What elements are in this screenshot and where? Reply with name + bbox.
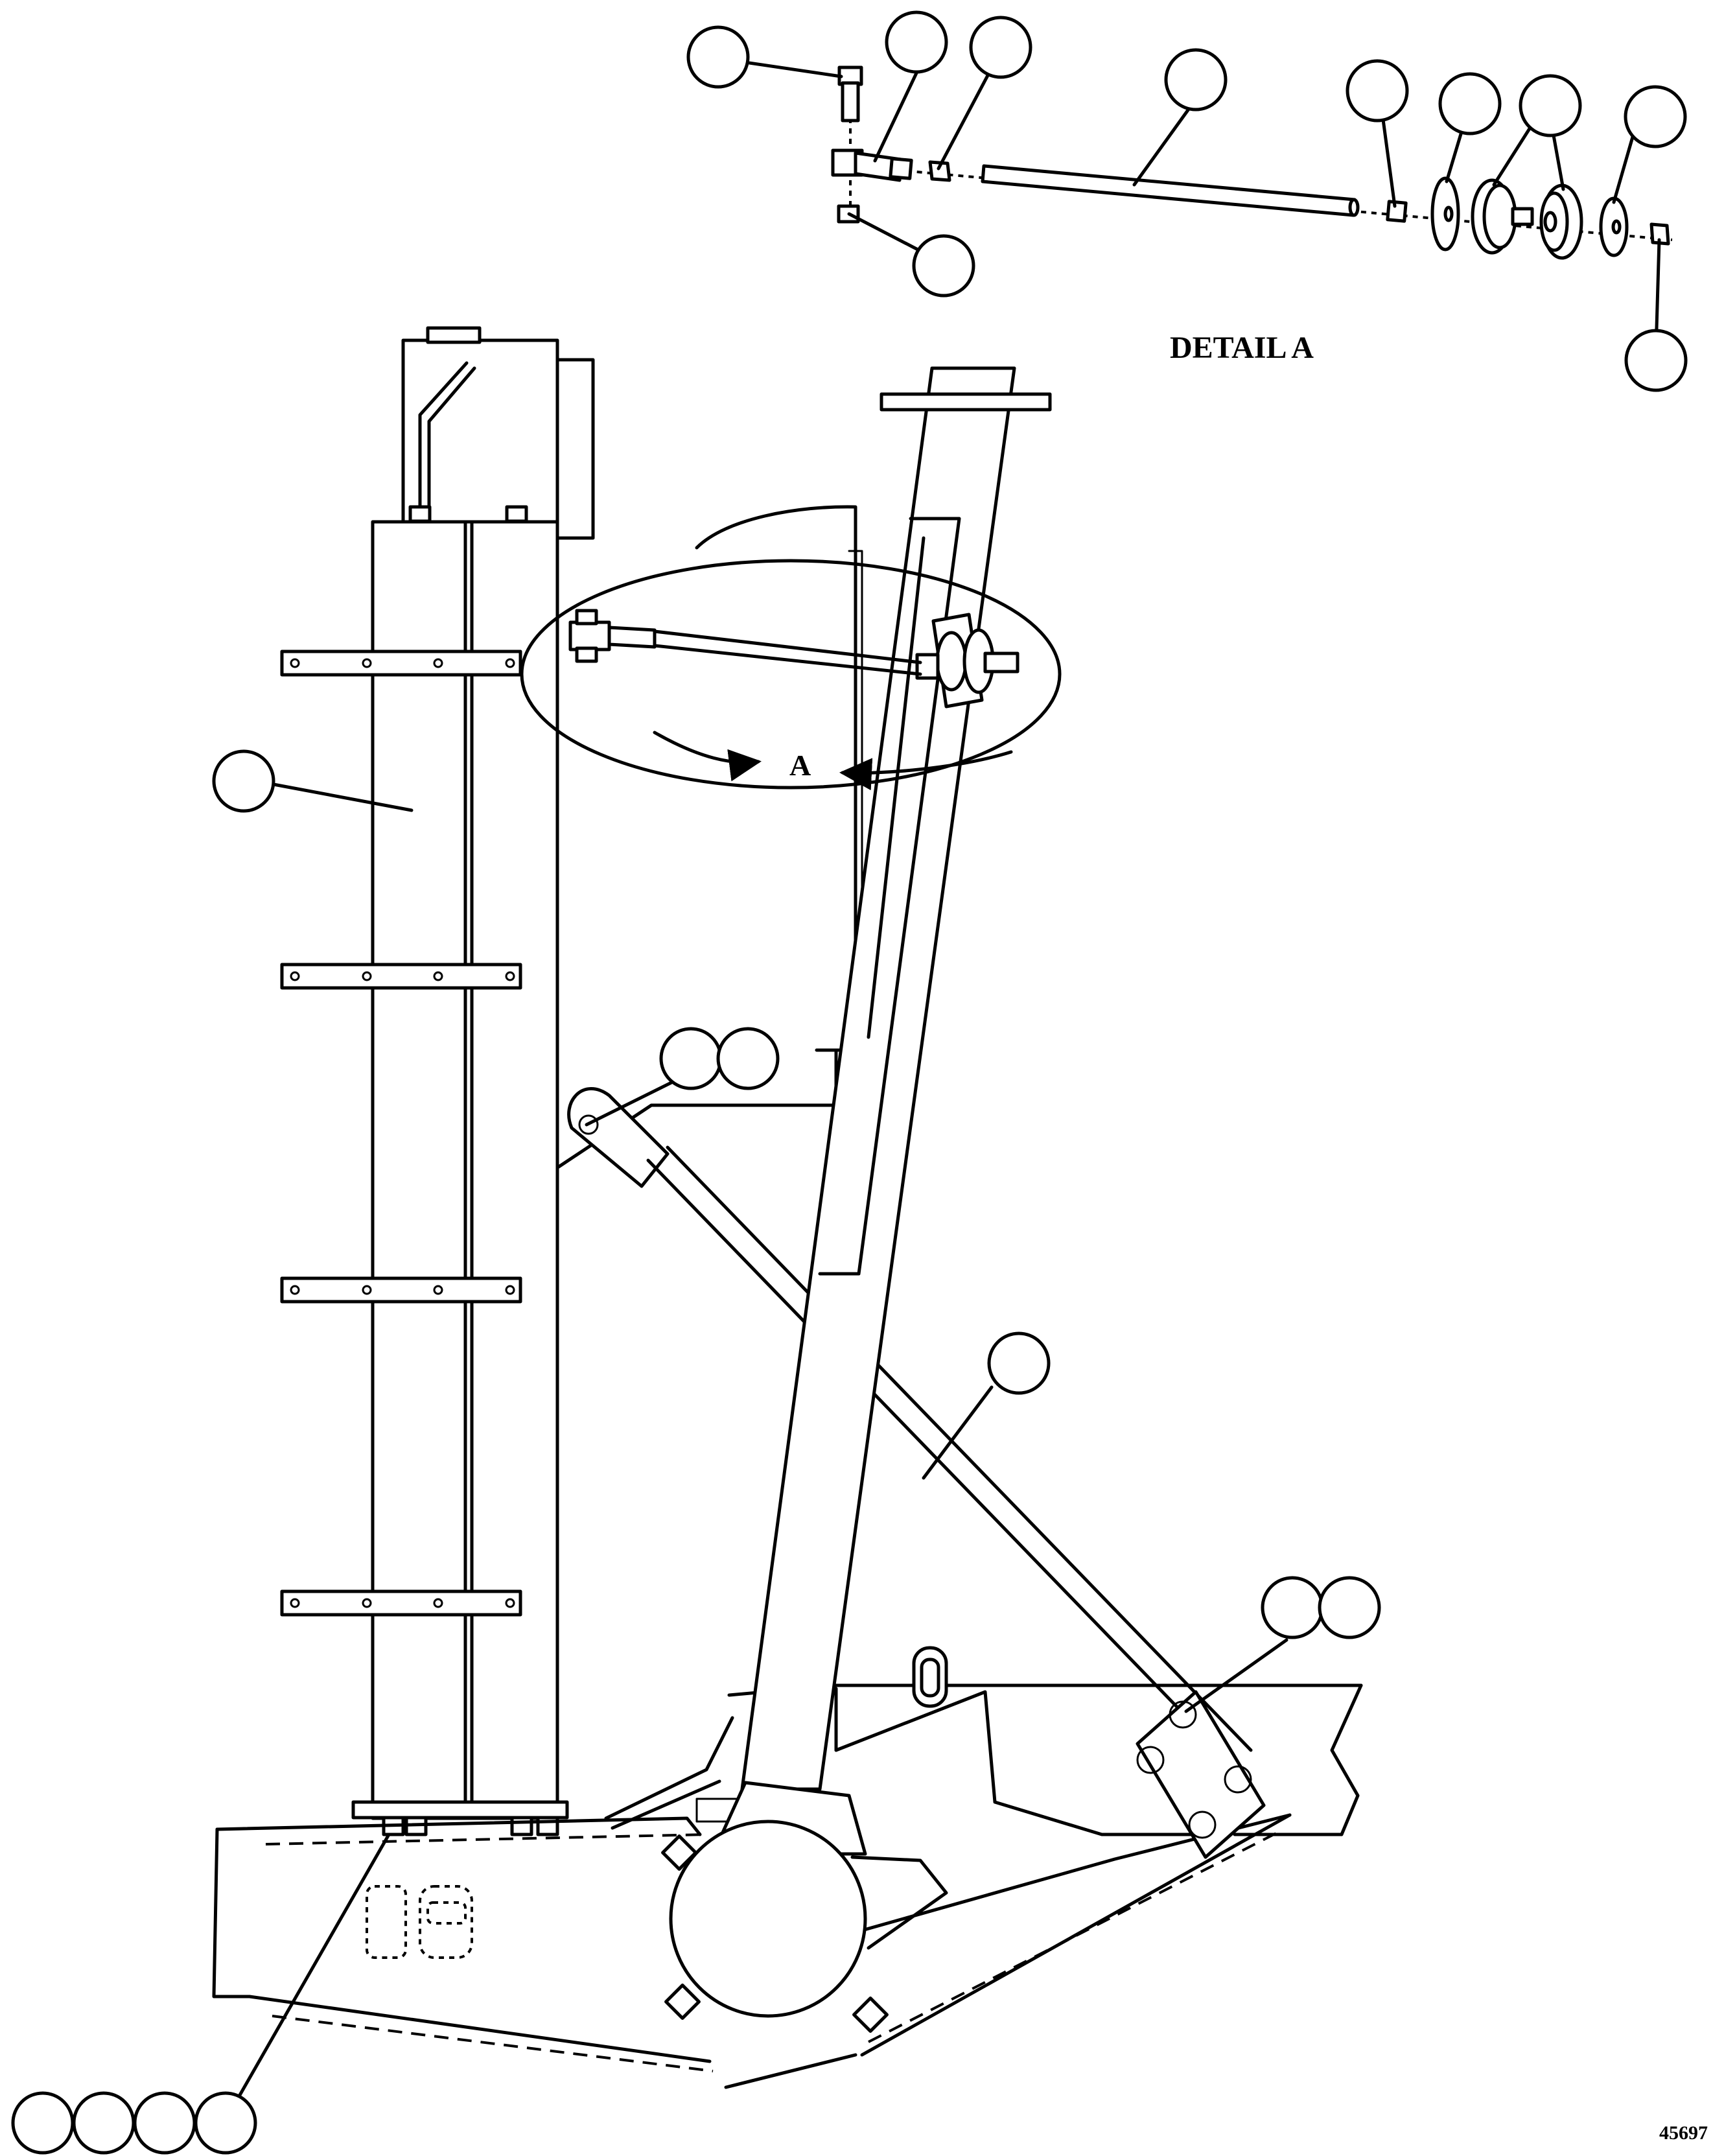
figure-number: 45697 [1659,2122,1708,2144]
frame-rail [212,1646,1363,2089]
callout-balloon [212,749,275,813]
washer [1599,196,1629,257]
rod-end-nut [1386,200,1408,223]
mounting-strap [280,1589,522,1617]
callout-balloon [133,2091,196,2155]
callout-balloon [1519,74,1582,137]
callout-balloon [72,2091,135,2155]
callout-leaders [238,55,1661,2097]
callout-balloon [1346,59,1409,123]
diagonal-brace [567,1087,1266,1859]
mounting-strap [280,650,522,677]
tie-rod-main [568,609,922,676]
callout-balloon [1624,85,1687,148]
callout-balloon [659,1027,723,1090]
callout-balloon [969,16,1032,79]
callout-balloon [194,2091,257,2155]
detail-a-ellipse [520,559,1062,791]
callout-balloon [987,1331,1051,1395]
mounting-strap [280,963,522,990]
clevis-pin-bolt [837,65,863,123]
callout-balloon [686,25,750,89]
callout-balloon [1438,72,1502,135]
callout-balloon [716,1027,780,1090]
rubber-isolator [1539,183,1583,260]
angled-mast [661,366,1052,2033]
detail-a-marker: A [789,749,811,782]
tie-rod [981,164,1360,217]
detail-a-title: DETAIL A [1170,331,1314,365]
callout-balloon [11,2091,75,2155]
callout-balloon [1164,48,1228,111]
end-nut [1649,222,1670,246]
detail-a-assembly [831,65,1673,260]
washer [1430,176,1460,252]
callout-balloon [1624,329,1688,392]
callout-circles [11,10,1688,2155]
mounting-strap [280,1276,522,1304]
callout-balloon [885,10,948,74]
clevis [831,148,913,182]
rubber-isolator [1471,178,1534,255]
callout-balloon [912,234,975,298]
callout-balloon [1318,1576,1381,1639]
isolator-mount [915,613,1020,709]
callout-balloon [1261,1576,1324,1639]
